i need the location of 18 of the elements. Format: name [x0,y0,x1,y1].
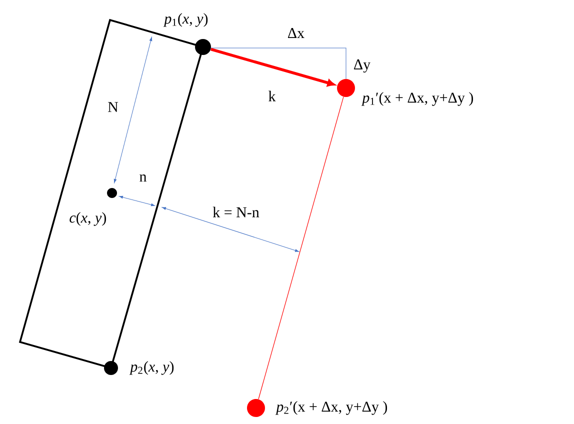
dimension-label: Δy [354,59,370,73]
dimension-label: k = N-n [212,206,260,218]
dimension-label: Δx [288,28,304,38]
line [258,96,344,400]
point-label: p$_{2}$(x, y) [129,361,174,375]
dot [195,39,211,55]
edge-label: k [268,90,276,102]
point-label: p$_{1}$′(x + Δx, y+Δy ) [361,92,474,106]
dot [107,188,117,198]
arrow [210,48,335,86]
dimension-label: N [108,102,118,112]
dot [337,79,355,97]
dot [104,361,118,375]
point-label: c(x, y) [70,212,106,226]
dot [247,399,265,417]
point-label: p$_{1}$(x, y) [163,13,208,27]
point-label: p$_{2}$′(x + Δx, y+Δy ) [275,401,388,415]
dimension-label: n [140,174,147,182]
